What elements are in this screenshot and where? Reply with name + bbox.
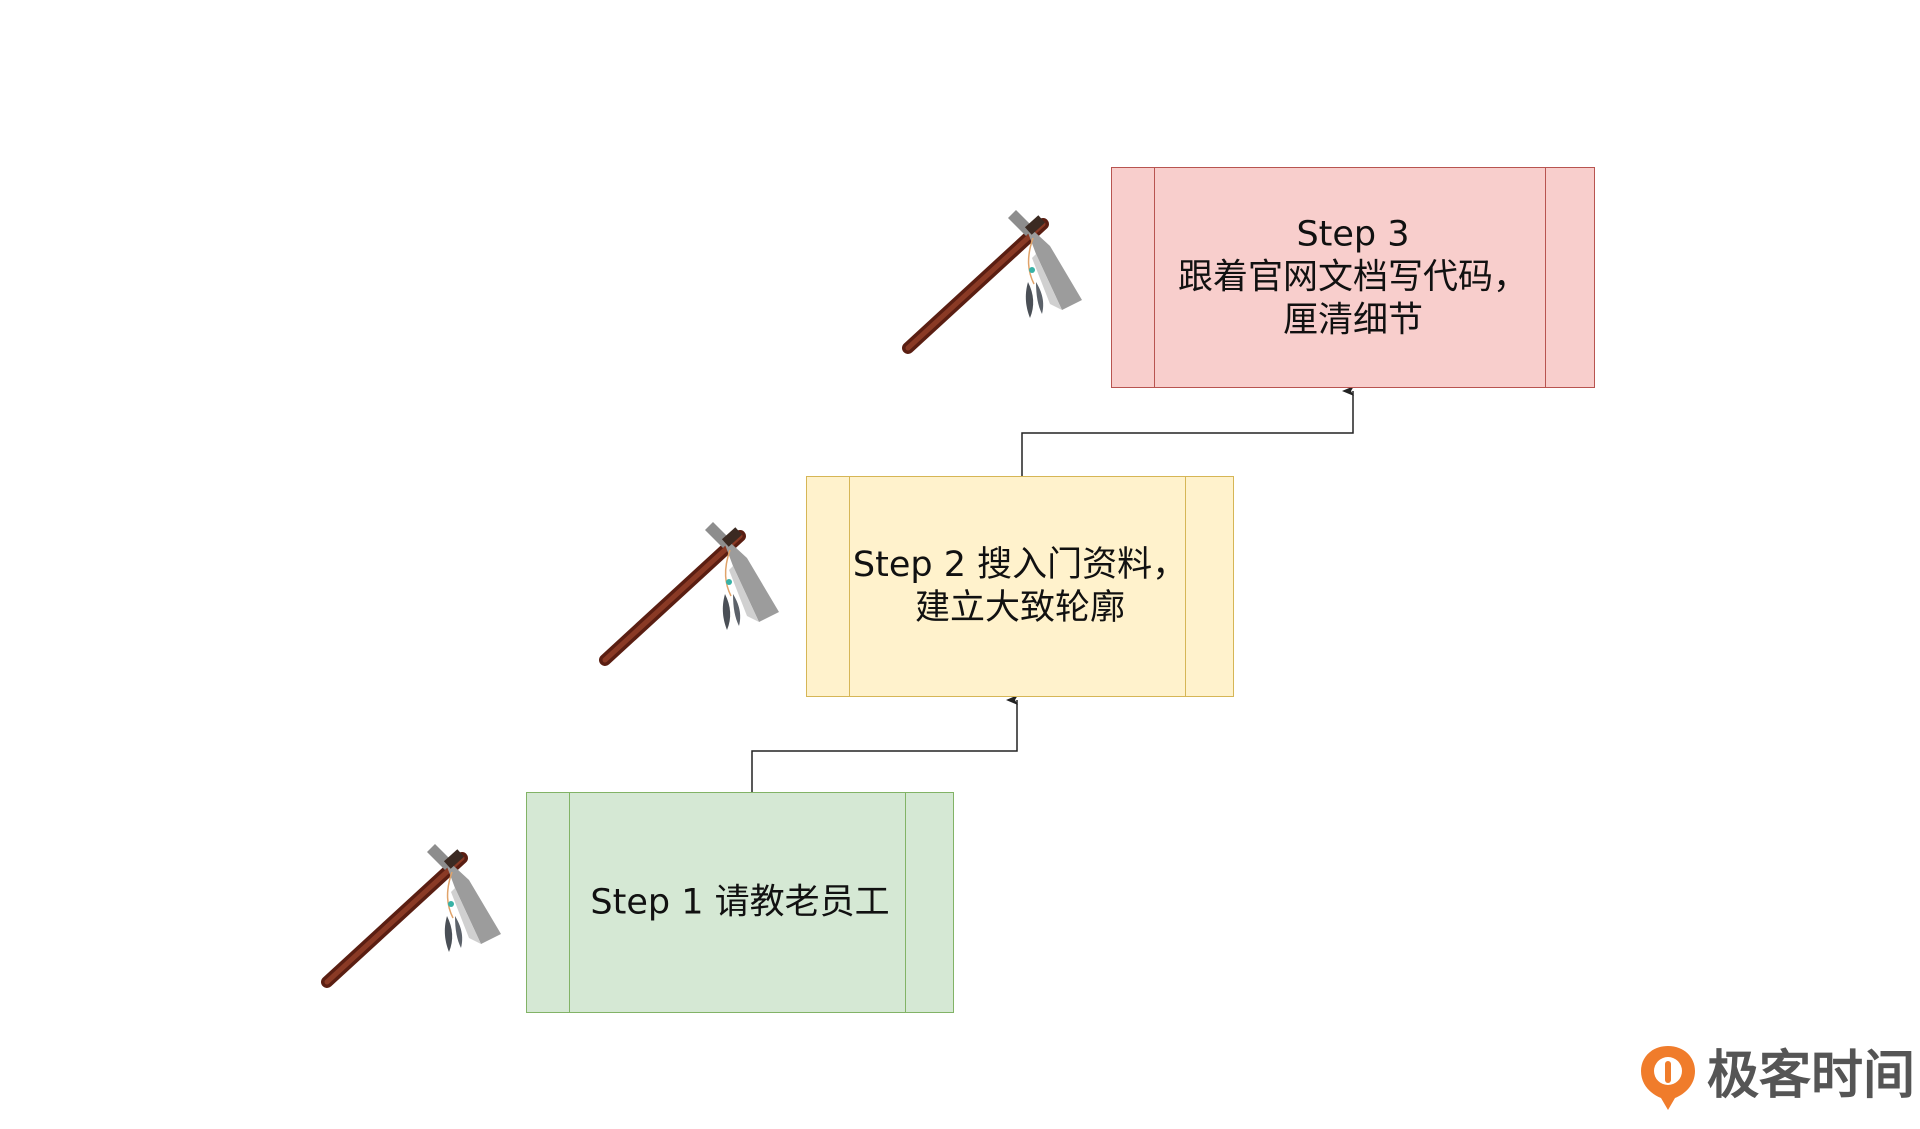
brand-mark-icon — [1641, 1046, 1695, 1110]
step-1-line-1: Step 1 请教老员工 — [590, 882, 890, 922]
connector-step2-to-step3 — [1021, 386, 1354, 476]
tomahawk-icon — [605, 522, 779, 660]
step-3-line-1: Step 3 — [1296, 214, 1410, 254]
brand-logo: 极客时间 — [1637, 1040, 1920, 1112]
step-box-left-divider — [1154, 168, 1155, 387]
step-box-left-divider — [849, 477, 850, 696]
step-1-box: Step 1 请教老员工 — [526, 792, 954, 1013]
connector-step1-to-step2 — [751, 695, 1018, 792]
step-1-label: Step 1 请教老员工 — [527, 881, 953, 924]
step-3-line-3: 厘清细节 — [1282, 300, 1423, 340]
step-3-label: Step 3 跟着官网文档写代码， 厘清细节 — [1112, 213, 1594, 342]
brand-name: 极客时间 — [1707, 1046, 1916, 1106]
step-2-line-1: Step 2 搜入门资料， — [852, 544, 1188, 585]
step-box-right-divider — [1545, 168, 1546, 387]
step-2-label: Step 2 搜入门资料， 建立大致轮廓 — [807, 544, 1233, 630]
tomahawk-icon — [327, 844, 501, 982]
step-3-box: Step 3 跟着官网文档写代码， 厘清细节 — [1111, 167, 1595, 388]
step-2-line-2: 建立大致轮廓 — [914, 587, 1125, 628]
step-box-right-divider — [905, 793, 906, 1012]
tomahawk-icon — [908, 210, 1082, 348]
step-3-line-2: 跟着官网文档写代码， — [1177, 257, 1528, 297]
step-box-right-divider — [1185, 477, 1186, 696]
step-2-box: Step 2 搜入门资料， 建立大致轮廓 — [806, 476, 1234, 697]
step-box-left-divider — [569, 793, 570, 1012]
